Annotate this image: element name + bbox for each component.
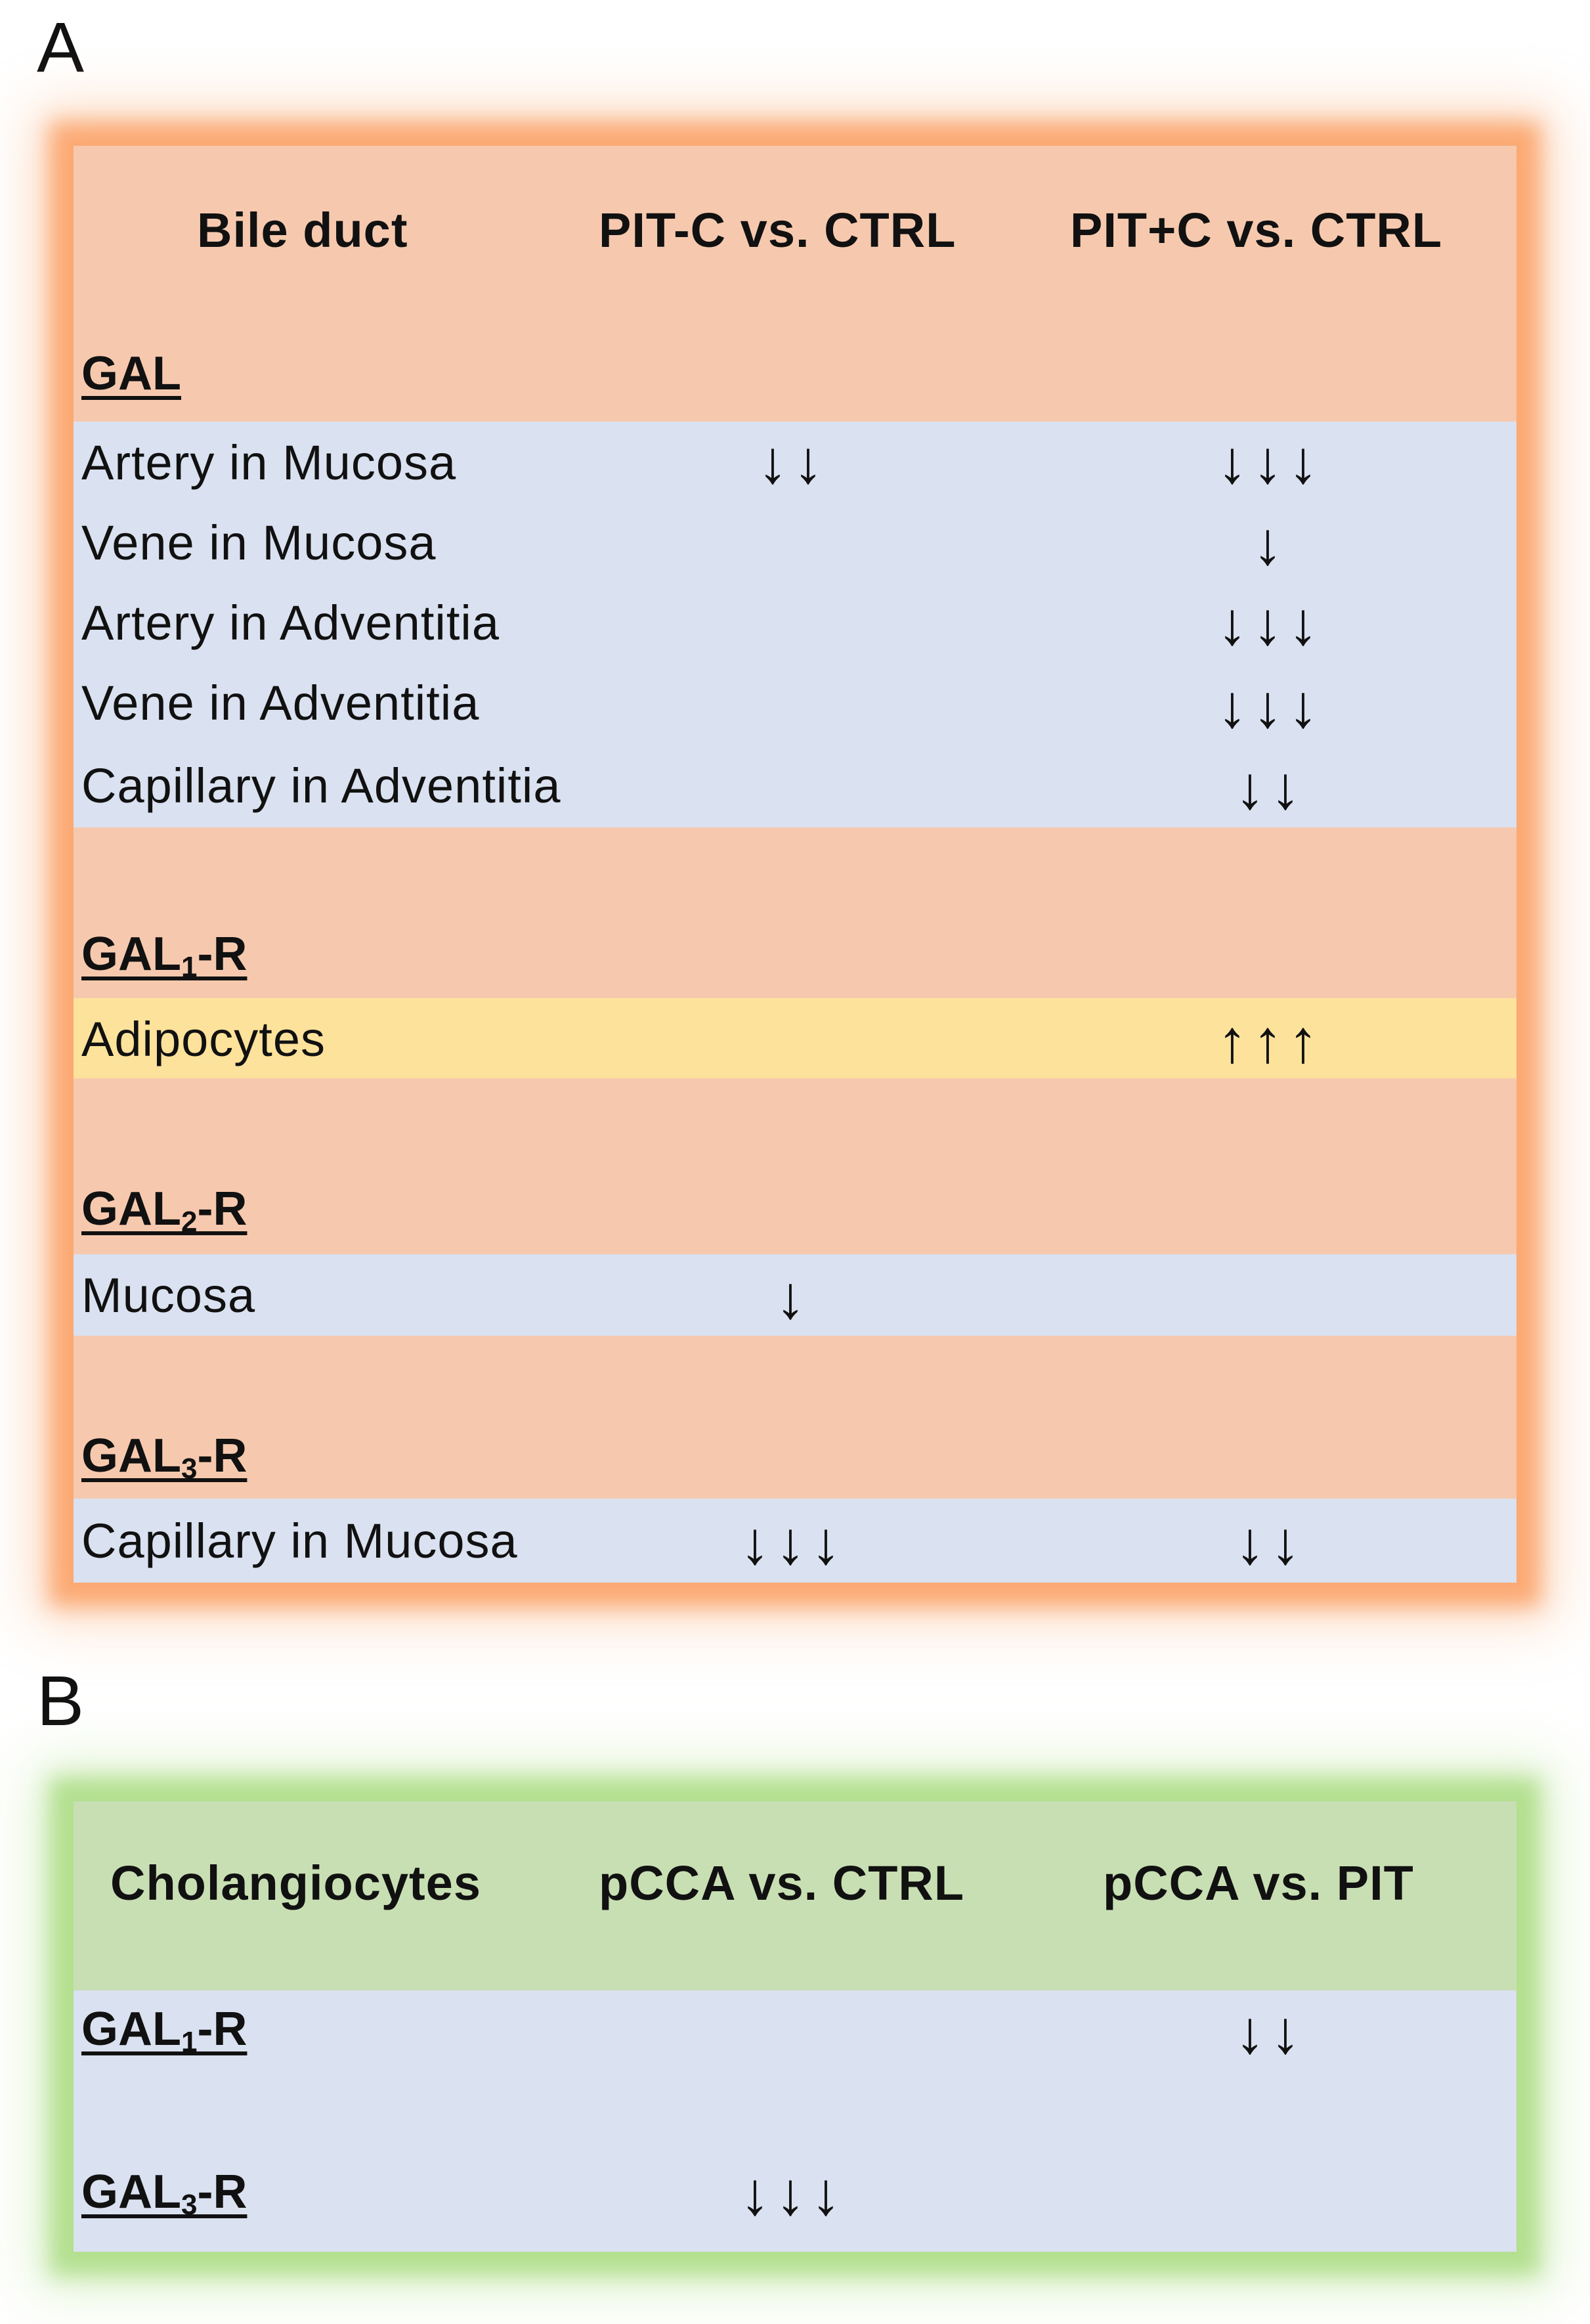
table-row: Vene in Mucosa ↓ [74, 503, 1516, 584]
table-row: Mucosa ↓ [74, 1254, 1516, 1336]
row-label: Adipocytes [81, 1012, 326, 1066]
pitc-arrows: ↓↓ [758, 429, 828, 496]
table-row: Artery in Adventitia ↓↓↓ [74, 584, 1516, 666]
group-suffix: -R [197, 1430, 247, 1482]
group-subscript: 3 [181, 2189, 198, 2221]
row-label: Capillary in Mucosa [81, 1514, 518, 1568]
group-gal1-r: GAL1-R [81, 2002, 247, 2059]
row-label: Capillary in Adventitia [81, 758, 561, 813]
panel-b-rows: GAL1-R ↓↓ GAL3-R ↓↓↓ [74, 1990, 1516, 2252]
row-label: Vene in Mucosa [81, 515, 437, 570]
group-prefix: GAL [81, 1183, 181, 1235]
group-subscript: 1 [181, 951, 198, 983]
header-pcca-vs-pit: pCCA vs. PIT [1103, 1856, 1414, 1910]
row-label: Artery in Adventitia [81, 596, 500, 650]
group-suffix: -R [197, 928, 247, 980]
pitpc-arrows: ↓↓ [1235, 755, 1306, 822]
panel-b-letter: B [37, 1661, 85, 1740]
group-gal2-r: GAL2-R [81, 1182, 247, 1239]
pitpc-arrows: ↓ [1253, 510, 1288, 577]
table-row: GAL3-R ↓↓↓ [74, 2122, 1516, 2252]
group-prefix: GAL [81, 2166, 181, 2218]
row-label: Mucosa [81, 1268, 256, 1323]
pitpc-arrows: ↓↓↓ [1217, 429, 1323, 496]
header-cholangiocytes: Cholangiocytes [110, 1856, 481, 1910]
group-gal1-r: GAL1-R [81, 927, 247, 984]
row-label: Vene in Adventitia [81, 676, 480, 730]
table-row: Capillary in Adventitia ↓↓ [74, 747, 1516, 827]
panel-b-table: Cholangiocytes pCCA vs. CTRL pCCA vs. PI… [74, 1801, 1516, 2252]
group-suffix: -R [197, 2166, 247, 2218]
header-pcca-vs-ctrl: pCCA vs. CTRL [599, 1856, 965, 1910]
panel-a-table: Bile duct PIT-C vs. CTRL PIT+C vs. CTRL … [74, 146, 1516, 1583]
table-row: GAL1-R ↓↓ [74, 1990, 1516, 2122]
table-row: Artery in Mucosa ↓↓ ↓↓↓ [74, 422, 1516, 503]
group-prefix: GAL [81, 928, 181, 980]
pitpc-arrows: ↓↓↓ [1217, 590, 1323, 657]
panel-a-letter: A [37, 7, 85, 87]
table-row: Adipocytes ↑↑↑ [74, 998, 1516, 1078]
header-pitc-vs-ctrl: PIT-C vs. CTRL [599, 203, 956, 257]
header-pitpc-vs-ctrl: PIT+C vs. CTRL [1070, 203, 1443, 257]
pcca-ctrl-arrows: ↓↓↓ [740, 2160, 846, 2227]
group-gal3-r: GAL3-R [81, 1429, 247, 1485]
pitpc-arrows: ↓↓ [1235, 1510, 1306, 1577]
table-row: Vene in Adventitia ↓↓↓ [74, 666, 1516, 747]
group-suffix: -R [197, 1183, 247, 1235]
pitpc-arrows: ↑↑↑ [1217, 1008, 1323, 1075]
group-subscript: 1 [181, 2026, 198, 2058]
pitc-arrows: ↓ [775, 1264, 811, 1331]
pitc-arrows: ↓↓↓ [740, 1510, 846, 1577]
row-label: Artery in Mucosa [81, 435, 457, 490]
group-prefix: GAL [81, 2003, 181, 2055]
group-prefix: GAL [81, 1430, 181, 1482]
group-gal: GAL [81, 347, 181, 400]
table-row: Capillary in Mucosa ↓↓↓ ↓↓ [74, 1499, 1516, 1583]
group-suffix: -R [197, 2003, 247, 2055]
group-subscript: 3 [181, 1453, 198, 1485]
group-gal3-r: GAL3-R [81, 2165, 247, 2222]
group-subscript: 2 [181, 1206, 198, 1238]
pitpc-arrows: ↓↓↓ [1217, 673, 1323, 740]
pcca-pit-arrows: ↓↓ [1235, 1999, 1306, 2066]
header-bile-duct: Bile duct [197, 203, 408, 257]
group-gal-rows: Artery in Mucosa ↓↓ ↓↓↓ Vene in Mucosa ↓… [74, 422, 1516, 827]
